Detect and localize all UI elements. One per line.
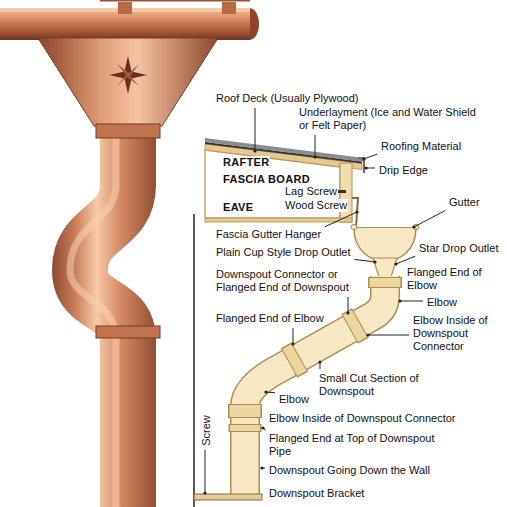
flange-band xyxy=(229,424,262,432)
leader-dot xyxy=(366,333,369,336)
flange-band xyxy=(368,277,402,288)
leader-line xyxy=(293,328,294,344)
part-label: Elbow Inside of Downspout Connector xyxy=(412,314,504,353)
part-label: Flanged End of Elbow xyxy=(406,266,504,292)
flange-band xyxy=(370,278,401,287)
leader-line xyxy=(325,212,357,227)
leader-dot xyxy=(291,342,294,345)
star-ornament xyxy=(117,64,139,86)
part-label: Downspout Bracket xyxy=(268,487,365,500)
leader-dot xyxy=(203,491,206,494)
drop-outlet xyxy=(373,258,397,277)
copper-collar xyxy=(96,124,160,138)
region-label: EAVE xyxy=(222,201,254,214)
part-label: Plain Cup Style Drop Outlet xyxy=(215,246,352,259)
part-label: Roofing Material xyxy=(380,140,462,153)
leader-dot xyxy=(398,299,401,302)
part-label: Downspout Connector or Flanged End of Do… xyxy=(215,268,367,294)
part-label: Elbow Inside of Downspout Connector xyxy=(268,412,457,425)
part-label: Small Cut Section of Downspout xyxy=(318,372,430,398)
leader-dot xyxy=(261,426,264,429)
leader-dot xyxy=(313,155,316,158)
part-label: Screw xyxy=(200,414,213,447)
copper-collar xyxy=(96,326,160,338)
part-label: Downspout Going Down the Wall xyxy=(268,464,431,477)
part-label: Flanged End of Elbow xyxy=(215,312,325,325)
leader-dot xyxy=(364,166,367,169)
part-label: Gutter xyxy=(448,196,481,209)
wall-line xyxy=(193,214,195,507)
gutter-hanger-strap xyxy=(118,2,132,14)
downspout-bracket xyxy=(194,494,262,500)
leader-line xyxy=(396,256,415,264)
connector-band xyxy=(351,324,360,329)
gutter-hanger-strap xyxy=(222,2,236,14)
connector-band xyxy=(228,404,262,418)
leader-line xyxy=(205,450,206,493)
part-label: Wood Screw xyxy=(284,199,348,212)
flange-band xyxy=(290,358,299,363)
part-label: Flanged End at Top of Downspout Pipe xyxy=(268,432,450,458)
region-label: RAFTER xyxy=(222,156,270,169)
leader-line xyxy=(414,210,445,227)
part-label: Star Drop Outlet xyxy=(418,242,499,255)
gutter-bead xyxy=(351,225,357,230)
flanged-bands xyxy=(245,277,385,432)
flange-band xyxy=(289,357,300,363)
cream-downspout xyxy=(194,225,419,501)
leader-line xyxy=(255,108,256,151)
part-label: Elbow xyxy=(278,393,310,406)
copper-downspout xyxy=(38,38,218,507)
eave-soffit xyxy=(205,218,352,222)
leader-dot xyxy=(260,466,263,469)
star-ornament xyxy=(109,56,147,94)
leader-line xyxy=(315,135,316,157)
leader-line xyxy=(368,335,409,336)
gutter-trough xyxy=(0,10,250,40)
leader-dot xyxy=(264,390,267,393)
leader-line xyxy=(348,297,349,313)
leader-line xyxy=(400,301,423,302)
leader-dot xyxy=(253,149,256,152)
pipe-highlight xyxy=(70,130,116,507)
part-label: Drip Edge xyxy=(378,164,429,177)
part-label: Lag Screw xyxy=(284,185,338,198)
part-label: Underlayment (Ice and Water Shield or Fe… xyxy=(298,106,485,132)
copper-pipe xyxy=(80,125,128,507)
leader-dot xyxy=(362,157,365,160)
star-outlet-head xyxy=(38,38,218,126)
part-label: Roof Deck (Usually Plywood) xyxy=(215,92,359,105)
part-label: Fascia Gutter Hanger xyxy=(215,228,322,241)
leader-dot xyxy=(412,225,415,228)
gutter-cup xyxy=(354,228,416,261)
hanger-bar xyxy=(100,0,250,2)
leader-line xyxy=(364,154,377,159)
leader-dot xyxy=(346,311,349,314)
part-label: Elbow xyxy=(426,296,458,309)
leader-dot xyxy=(394,262,397,265)
gutter-end-cap xyxy=(250,8,259,40)
leader-line xyxy=(354,259,375,262)
connector-band xyxy=(350,323,361,329)
copper-gutter xyxy=(0,0,259,40)
flange-band xyxy=(230,425,260,431)
leader-dot xyxy=(373,260,376,263)
leader-dot xyxy=(355,210,358,213)
leader-dot xyxy=(318,360,321,363)
connector-band xyxy=(230,405,261,417)
